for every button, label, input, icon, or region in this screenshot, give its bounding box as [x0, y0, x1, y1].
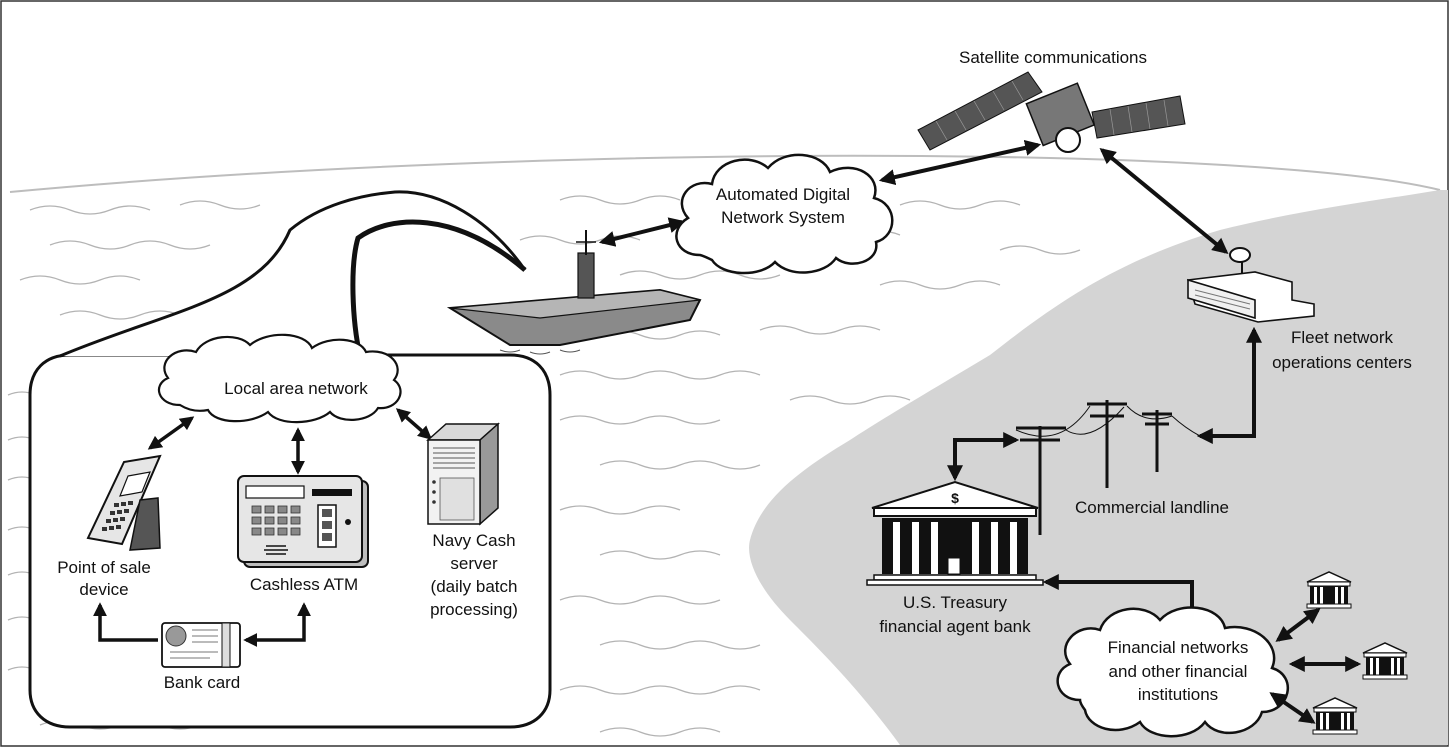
- server-label-line1: Navy Cash: [432, 531, 515, 550]
- dollar-sign: $: [951, 490, 959, 506]
- fleet-operations-center-icon: [1186, 247, 1315, 323]
- arrow-financial-bank1: [1275, 608, 1321, 642]
- adns-label-line1: Automated Digital: [716, 185, 850, 204]
- cashless-atm-icon: [237, 475, 369, 568]
- server-label-line2: server: [450, 554, 498, 573]
- atm-label: Cashless ATM: [250, 575, 358, 594]
- server-label-line3: (daily batch: [431, 577, 518, 596]
- callout-pointer-edge-2: [350, 219, 527, 357]
- horizon-line: [9, 154, 1441, 193]
- financial-label-line3: institutions: [1138, 685, 1218, 704]
- satellite-icon: [917, 71, 1186, 153]
- arrow-card-atm: [243, 602, 311, 647]
- coastline-land: [749, 190, 1448, 745]
- adns-cloud: [675, 153, 894, 275]
- pos-label-line2: device: [79, 580, 128, 599]
- treasury-label-line2: financial agent bank: [879, 617, 1031, 636]
- sea-waves: [7, 195, 1081, 737]
- landline-label: Commercial landline: [1075, 498, 1229, 517]
- satellite-label: Satellite communications: [959, 48, 1147, 67]
- pos-label-line1: Point of sale: [57, 558, 151, 577]
- treasury-label-line1: U.S. Treasury: [903, 593, 1007, 612]
- arrow-adns-satellite: [878, 139, 1042, 186]
- callout-pointer-edge: [59, 190, 527, 358]
- arrow-card-pos: [93, 602, 158, 642]
- lan-cloud: [157, 333, 402, 424]
- bank-card-label: Bank card: [164, 673, 241, 692]
- fleet-label-line2: operations centers: [1272, 353, 1412, 372]
- financial-label-line1: Financial networks: [1108, 638, 1249, 657]
- small-bank-icon: [1306, 571, 1352, 609]
- arrow-satellite-fleet: [1099, 147, 1229, 255]
- arrow-fleet-landline: [1196, 326, 1262, 444]
- arrow-landline-treasury: [947, 432, 1020, 482]
- navy-cash-server-icon: [426, 422, 500, 526]
- lan-label: Local area network: [224, 379, 368, 398]
- arrow-lan-pos: [147, 416, 195, 450]
- server-label-line4: processing): [430, 600, 518, 619]
- arrow-lan-server: [395, 408, 433, 440]
- small-bank-icon: [1362, 642, 1408, 680]
- power-poles-icon: [1015, 400, 1201, 535]
- pos-device-icon: [86, 454, 162, 551]
- financial-label-line2: and other financial: [1109, 662, 1248, 681]
- adns-label-line2: Network System: [721, 208, 845, 227]
- arrow-financial-bank3: [1269, 692, 1316, 724]
- treasury-bank-icon: $: [866, 480, 1044, 586]
- financial-networks-cloud: [1056, 606, 1290, 738]
- fleet-label-line1: Fleet network: [1291, 328, 1394, 347]
- aircraft-carrier-icon: [446, 230, 702, 355]
- arrow-ship-adns: [598, 217, 686, 247]
- bank-card-icon: [161, 622, 241, 668]
- callout-pointer: [60, 191, 525, 356]
